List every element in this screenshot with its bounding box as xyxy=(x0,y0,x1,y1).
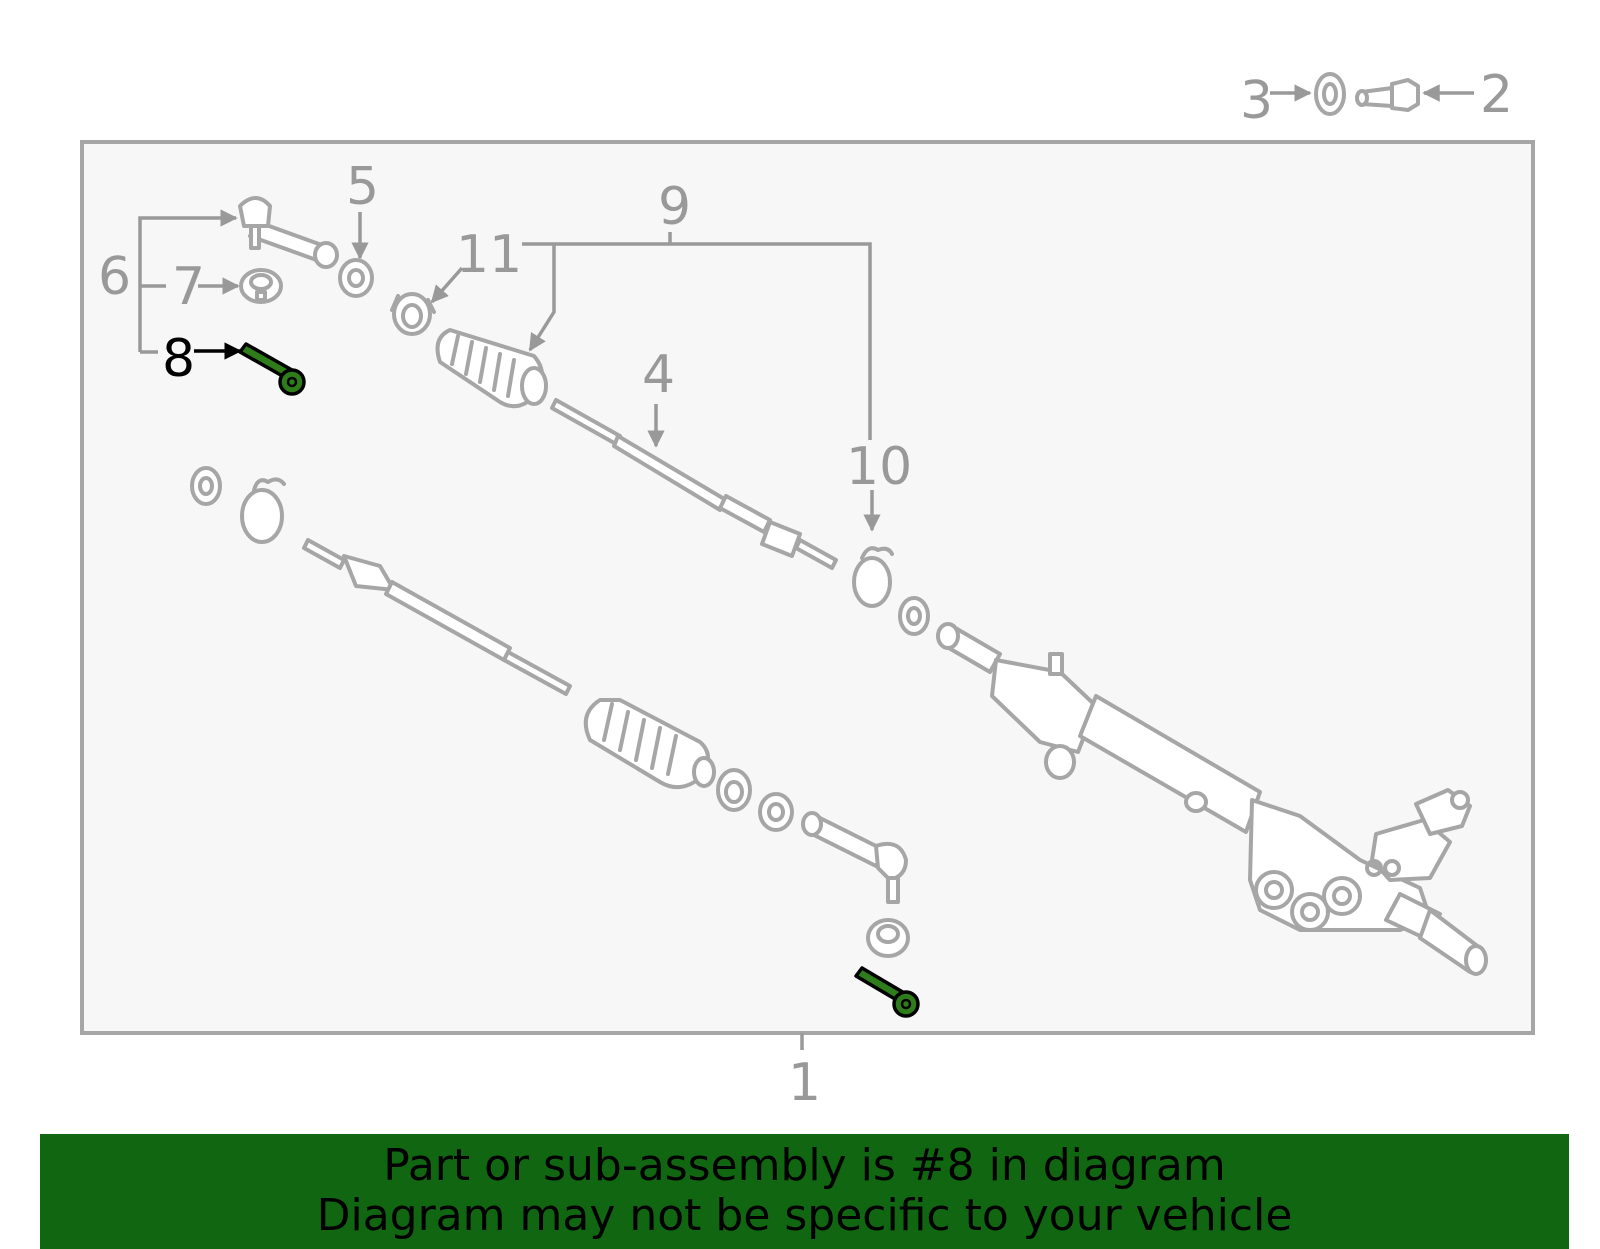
boot-clamp-left[interactable] xyxy=(240,477,286,544)
washer-part-3[interactable] xyxy=(1314,72,1346,116)
callout-4[interactable]: 4 xyxy=(642,345,675,405)
steering-boot-part-9-upper[interactable] xyxy=(435,328,548,409)
callout-1[interactable]: 1 xyxy=(788,1053,821,1113)
tie-rod-end-part-6-upper[interactable] xyxy=(238,196,339,269)
inner-tie-rod-lower[interactable] xyxy=(302,538,572,696)
nut-part-5[interactable] xyxy=(338,258,374,298)
tie-rod-end-lower[interactable] xyxy=(801,811,908,904)
boot-clamp-part-10[interactable] xyxy=(852,546,894,608)
callout-3[interactable]: 3 xyxy=(1240,71,1273,131)
inner-tie-rod-part-4-upper[interactable] xyxy=(550,398,838,570)
cotter-pin-part-8-lower[interactable] xyxy=(854,966,920,1018)
callout-8[interactable]: 8 xyxy=(162,329,195,389)
steering-boot-lower[interactable] xyxy=(583,698,716,790)
banner-part-line: Part or sub-assembly is #8 in diagram xyxy=(383,1140,1226,1191)
callout-10[interactable]: 10 xyxy=(846,437,912,497)
callout-5[interactable]: 5 xyxy=(346,157,379,217)
callout-11[interactable]: 11 xyxy=(456,225,522,285)
leader-lines xyxy=(138,84,1474,1050)
banner-disclaimer-line: Diagram may not be specific to your vehi… xyxy=(316,1190,1293,1241)
info-banner: Part or sub-assembly is #8 in diagram Di… xyxy=(40,1134,1569,1249)
nut-part-7[interactable] xyxy=(239,268,283,304)
washer-left[interactable] xyxy=(190,466,222,506)
nut-lower-tie-rod[interactable] xyxy=(866,918,910,958)
nut-lower[interactable] xyxy=(758,792,794,832)
steering-rack-housing-part-1[interactable] xyxy=(936,622,1488,976)
boot-clamp-part-11-upper[interactable] xyxy=(390,292,436,336)
bolt-part-2[interactable] xyxy=(1355,78,1420,112)
washer-right[interactable] xyxy=(898,596,930,636)
callout-6[interactable]: 6 xyxy=(98,247,131,307)
callout-2[interactable]: 2 xyxy=(1480,65,1513,125)
callout-9[interactable]: 9 xyxy=(658,177,691,237)
boot-clamp-lower[interactable] xyxy=(716,768,752,812)
cotter-pin-part-8-upper[interactable] xyxy=(238,342,306,396)
